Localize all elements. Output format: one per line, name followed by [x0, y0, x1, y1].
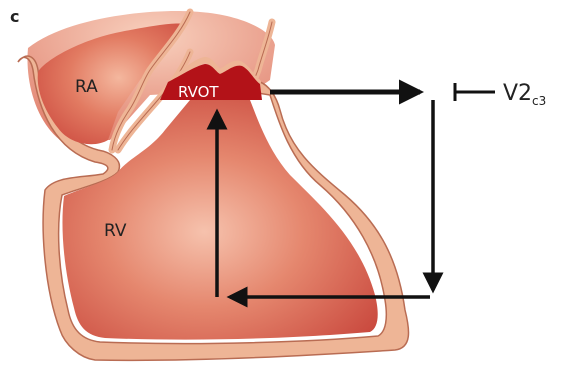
lead-label: V2c3: [503, 81, 546, 108]
label-ra: RA: [75, 77, 98, 97]
label-rv: RV: [104, 221, 127, 241]
panel-letter: c: [10, 7, 19, 26]
lead-subscript: c3: [532, 94, 546, 108]
lead-main: V2: [503, 81, 532, 106]
label-rvot: RVOT: [178, 83, 219, 101]
